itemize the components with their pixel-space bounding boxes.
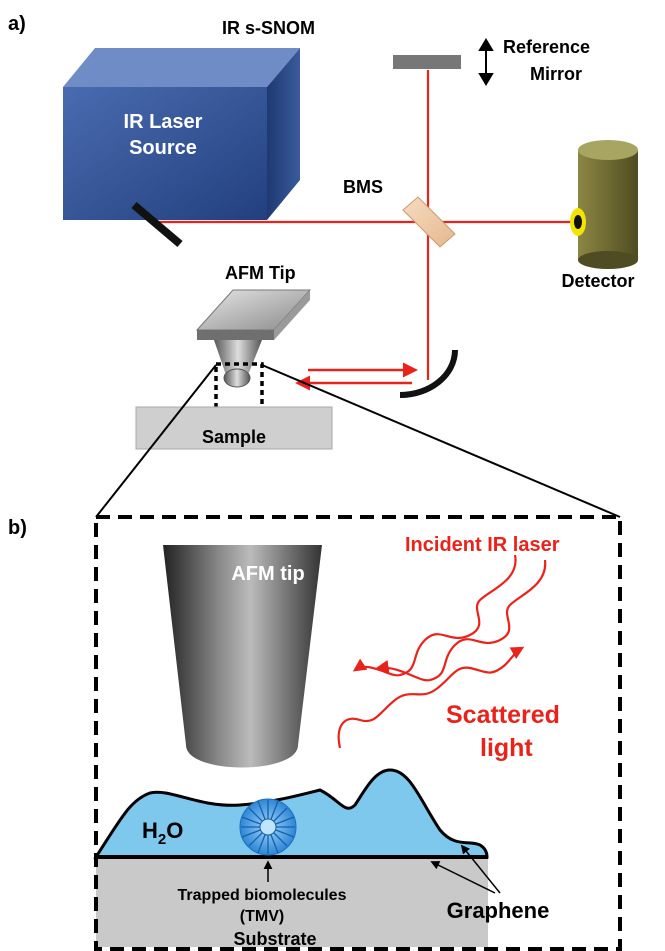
laser-source-label-2: Source [129, 137, 197, 159]
ir-laser-source [63, 48, 300, 220]
laser-source-label-1: IR Laser [124, 111, 203, 133]
zoom-lines [95, 364, 621, 518]
detector [570, 140, 638, 269]
parabolic-mirror [399, 349, 458, 398]
biomolecules-label-2: (TMV) [240, 908, 284, 925]
return-arrows [295, 362, 418, 391]
incident-laser-label: Incident IR laser [405, 534, 560, 556]
panel-b-label: b) [8, 517, 27, 539]
afm-tip-label-a: AFM Tip [225, 263, 296, 283]
biomolecules-label-1: Trapped biomolecules [178, 887, 347, 904]
detector-label: Detector [561, 271, 634, 291]
panel-a-label: a) [8, 13, 26, 35]
sample-block [135, 406, 333, 450]
scattered-label-1: Scattered [446, 701, 560, 729]
beamsplitter-label: BMS [343, 177, 383, 197]
afm-tip-label-b: AFM tip [231, 563, 304, 585]
tmv-molecule [239, 798, 297, 856]
zoom-frame [94, 515, 622, 951]
mirror-translation-arrow [478, 38, 494, 86]
beamsplitter [402, 196, 456, 248]
reference-label-2: Mirror [530, 64, 582, 84]
afm-cantilever [195, 289, 312, 388]
incident-laser-waves [352, 554, 547, 682]
reference-mirror [393, 55, 461, 69]
graphene-label: Graphene [447, 898, 550, 923]
scattered-light-wave [337, 646, 525, 749]
sample-label: Sample [202, 427, 266, 447]
panel-a-title: IR s-SNOM [222, 18, 315, 38]
substrate [96, 857, 488, 947]
fold-mirror [131, 201, 183, 248]
substrate-label: Substrate [233, 929, 316, 949]
afm-tip-large [163, 545, 322, 768]
water-label: H2O [142, 818, 183, 848]
scattered-label-2: light [480, 734, 533, 762]
reference-label-1: Reference [503, 37, 590, 57]
graphene-pointer-arrows [430, 844, 501, 894]
